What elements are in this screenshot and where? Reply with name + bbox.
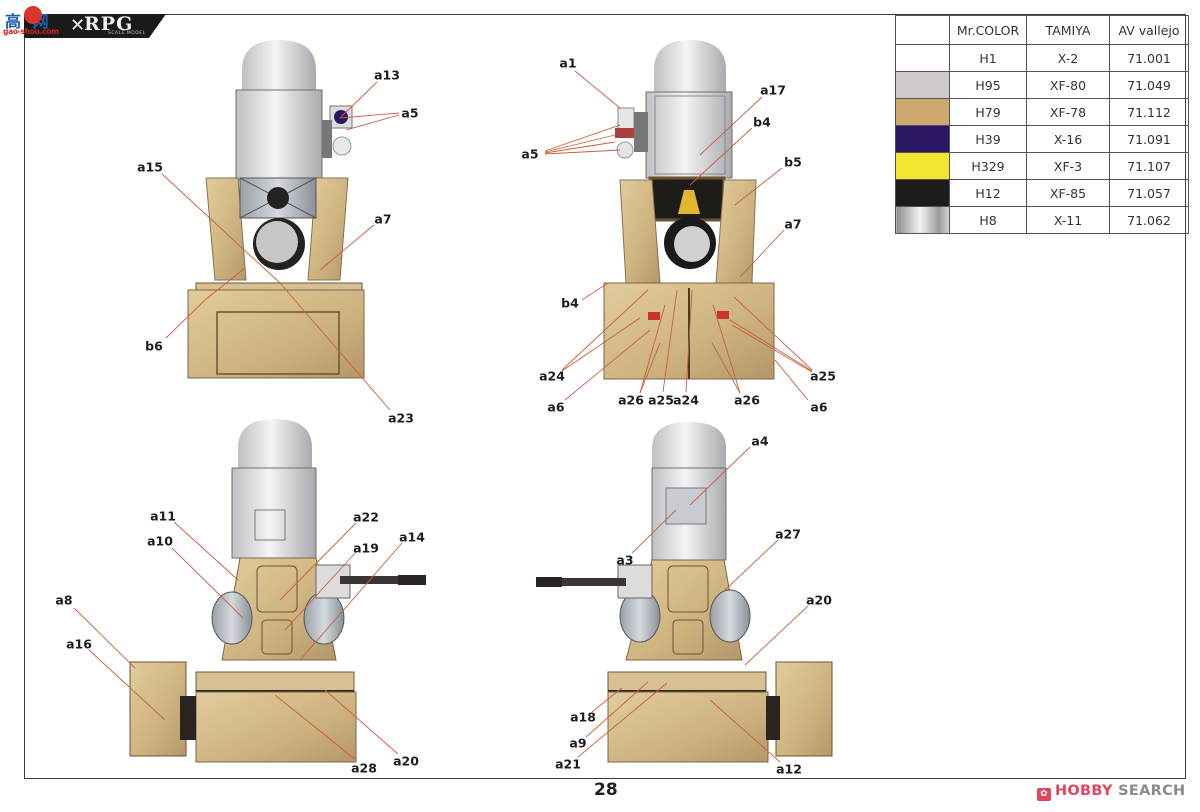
tamiya-code: X-11 [1026,206,1110,234]
column-header-tamiya: TAMIYA [1026,15,1110,45]
tamiya-code: X-16 [1026,125,1110,153]
tamiya-code: XF-80 [1026,71,1110,99]
part-callout-a12: a12 [776,761,802,777]
page-frame-top-rule [150,14,1186,15]
part-callout-a25: a25 [810,368,836,384]
part-callout-a7: a7 [374,211,392,227]
watermark-brand: HOBBY [1055,783,1113,799]
tamiya-code: X-2 [1026,44,1110,72]
mr-color-code: H329 [949,152,1027,180]
part-callout-a10: a10 [147,533,173,549]
part-callout-a28: a28 [351,760,377,776]
brand-logo-banner [24,14,166,38]
part-callout-a3: a3 [616,552,634,568]
vallejo-code: 71.001 [1109,44,1189,72]
part-callout-a17: a17 [760,82,786,98]
column-header-mr-color: Mr.COLOR [949,15,1027,45]
part-callout-a6: a6 [547,399,565,415]
part-callout-a24: a24 [539,368,565,384]
part-callout-a27: a27 [775,526,801,542]
part-callout-a1: a1 [559,55,577,71]
hobby-search-watermark: ✿ HOBBY SEARCH [1037,783,1185,801]
site-logo-url: gao-shou.com [3,27,59,36]
mr-color-code: H79 [949,98,1027,126]
part-callout-a7: a7 [784,216,802,232]
part-callout-a20: a20 [393,753,419,769]
table-header-row: Mr.COLOR TAMIYA AV vallejo [895,15,1189,45]
vallejo-code: 71.049 [1109,71,1189,99]
part-callout-b4: b4 [561,295,579,311]
part-callout-a18: a18 [570,709,596,725]
vallejo-code: 71.091 [1109,125,1189,153]
vallejo-code: 71.112 [1109,98,1189,126]
part-callout-a20: a20 [806,592,832,608]
mr-color-code: H8 [949,206,1027,234]
mr-color-code: H95 [949,71,1027,99]
color-swatch [895,206,950,234]
watermark-suffix: SEARCH [1118,783,1186,799]
brand-subtitle: SCALE MODEL [108,31,146,36]
color-swatch [895,125,950,153]
color-swatch [895,71,950,99]
part-callout-a5: a5 [401,105,419,121]
page-number: 28 [594,780,618,800]
part-callout-a22: a22 [353,509,379,525]
vallejo-code: 71.062 [1109,206,1189,234]
part-callout-a26: a26 [618,392,644,408]
part-callout-a19: a19 [353,540,379,556]
color-swatch [895,152,950,180]
part-callout-b5: b5 [784,154,802,170]
part-callout-a26: a26 [734,392,760,408]
page-frame [24,15,1186,779]
part-callout-a11: a11 [150,508,176,524]
site-watermark-logo: 高 网 gao-shou.com [0,6,72,38]
hobby-search-logo-icon: ✿ [1037,788,1051,801]
color-swatch [895,44,950,72]
vallejo-code: 71.107 [1109,152,1189,180]
part-callout-a4: a4 [751,433,769,449]
color-swatch [895,98,950,126]
brand-logo: ✕ RPG SCALE MODEL [24,13,166,38]
part-callout-a15: a15 [137,159,163,175]
part-callout-a16: a16 [66,636,92,652]
part-callout-a21: a21 [555,756,581,772]
tamiya-code: XF-78 [1026,98,1110,126]
crossed-swords-icon: ✕ [70,15,86,36]
brand-name: RPG [84,13,134,35]
part-callout-a6: a6 [810,399,828,415]
part-callout-a24: a24 [673,392,699,408]
part-callout-a14: a14 [399,529,425,545]
column-header-vallejo: AV vallejo [1109,15,1189,45]
part-callout-a8: a8 [55,592,73,608]
column-header-swatch [895,15,950,45]
color-swatch [895,179,950,207]
thumbs-up-icon [24,6,42,24]
vallejo-code: 71.057 [1109,179,1189,207]
part-callout-a23: a23 [388,410,414,426]
part-callout-a9: a9 [569,735,587,751]
part-callout-a13: a13 [374,67,400,83]
part-callout-b6: b6 [145,338,163,354]
mr-color-code: H1 [949,44,1027,72]
tamiya-code: XF-85 [1026,179,1110,207]
mr-color-code: H39 [949,125,1027,153]
part-callout-b4: b4 [753,114,771,130]
mr-color-code: H12 [949,179,1027,207]
part-callout-a5: a5 [521,146,539,162]
part-callout-a25: a25 [648,392,674,408]
tamiya-code: XF-3 [1026,152,1110,180]
